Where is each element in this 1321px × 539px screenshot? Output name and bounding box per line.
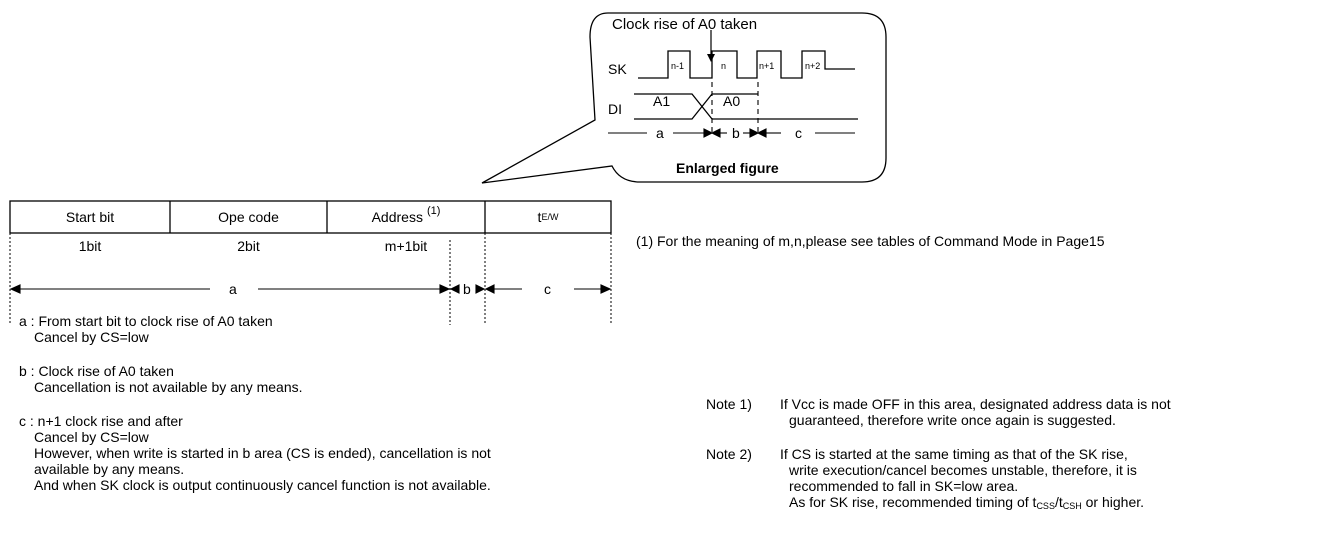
note2-sub-css: CSS	[1036, 501, 1055, 511]
span-label-b: b	[732, 125, 740, 141]
field-start-bit: Start bit	[65, 209, 115, 225]
di-label: DI	[608, 101, 622, 117]
desc-c-line2: However, when write is started in b area…	[34, 445, 491, 461]
note2-line4-a: As for SK rise, recommended timing of t	[789, 494, 1037, 510]
note2-line2: write execution/cancel becomes unstable,…	[789, 462, 1137, 478]
span-label-c: c	[795, 125, 802, 141]
field-tew-t: t	[537, 209, 542, 225]
di-waveform	[634, 93, 858, 120]
note1-line2: guaranteed, therefore write once again i…	[789, 412, 1116, 428]
desc-b-line1: Cancellation is not available by any mea…	[34, 379, 303, 395]
frame-span-c: c	[544, 281, 551, 297]
callout-label: Clock rise of A0 taken	[612, 16, 758, 33]
frame-table	[9, 200, 612, 234]
pulse-label-n+2: n+2	[805, 61, 821, 71]
footnote: (1) For the meaning of m,n,please see ta…	[636, 233, 1105, 249]
desc-c-head: c : n+1 clock rise and after	[19, 413, 183, 429]
di-value-a0: A0	[723, 93, 741, 109]
desc-c-line4: And when SK clock is output continuously…	[34, 477, 491, 493]
desc-a-line1: Cancel by CS=low	[34, 329, 149, 345]
note2-line1: If CS is started at the same timing as t…	[780, 446, 1128, 462]
pulse-label-n: n	[721, 61, 727, 71]
span-label-a: a	[656, 125, 664, 141]
desc-b-head: b : Clock rise of A0 taken	[19, 363, 174, 379]
note1-line1: If Vcc is made OFF in this area, designa…	[780, 396, 1171, 412]
note2-label: Note 2)	[706, 446, 752, 462]
field-address: Address (1)	[327, 201, 485, 233]
desc-c-line1: Cancel by CS=low	[34, 429, 149, 445]
sk-label: SK	[608, 61, 627, 77]
bits-address: m+1bit	[384, 238, 428, 254]
note2-line4: As for SK rise, recommended timing of tC…	[789, 494, 1144, 514]
pulse-label-n+1: n+1	[759, 61, 775, 71]
frame-span-b: b	[463, 281, 471, 297]
sk-waveform	[638, 50, 855, 79]
note2-line4-b: /t	[1054, 494, 1063, 510]
frame-span-a: a	[229, 281, 237, 297]
pulse-label-n-1: n-1	[671, 61, 685, 71]
di-value-a1: A1	[653, 93, 671, 109]
address-note-mark: (1)	[426, 205, 441, 217]
enlarged-caption: Enlarged figure	[676, 160, 779, 176]
desc-a-head: a : From start bit to clock rise of A0 t…	[19, 313, 273, 329]
callout-arrow-icon	[707, 54, 715, 62]
note2-line4-c: or higher.	[1081, 494, 1145, 510]
note2-sub-csh: CSH	[1062, 501, 1082, 511]
bits-opecode: 2bit	[237, 238, 260, 254]
desc-c-line3: available by any means.	[34, 461, 185, 477]
bits-start: 1bit	[78, 238, 102, 254]
field-tew-sub: E/W	[541, 212, 559, 222]
note2-line3: recommended to fall in SK=low area.	[789, 478, 1019, 494]
note1-label: Note 1)	[706, 396, 752, 412]
callout-bubble	[481, 12, 887, 184]
field-ope-code: Ope code	[218, 209, 279, 225]
field-address-label: Address	[371, 209, 423, 225]
